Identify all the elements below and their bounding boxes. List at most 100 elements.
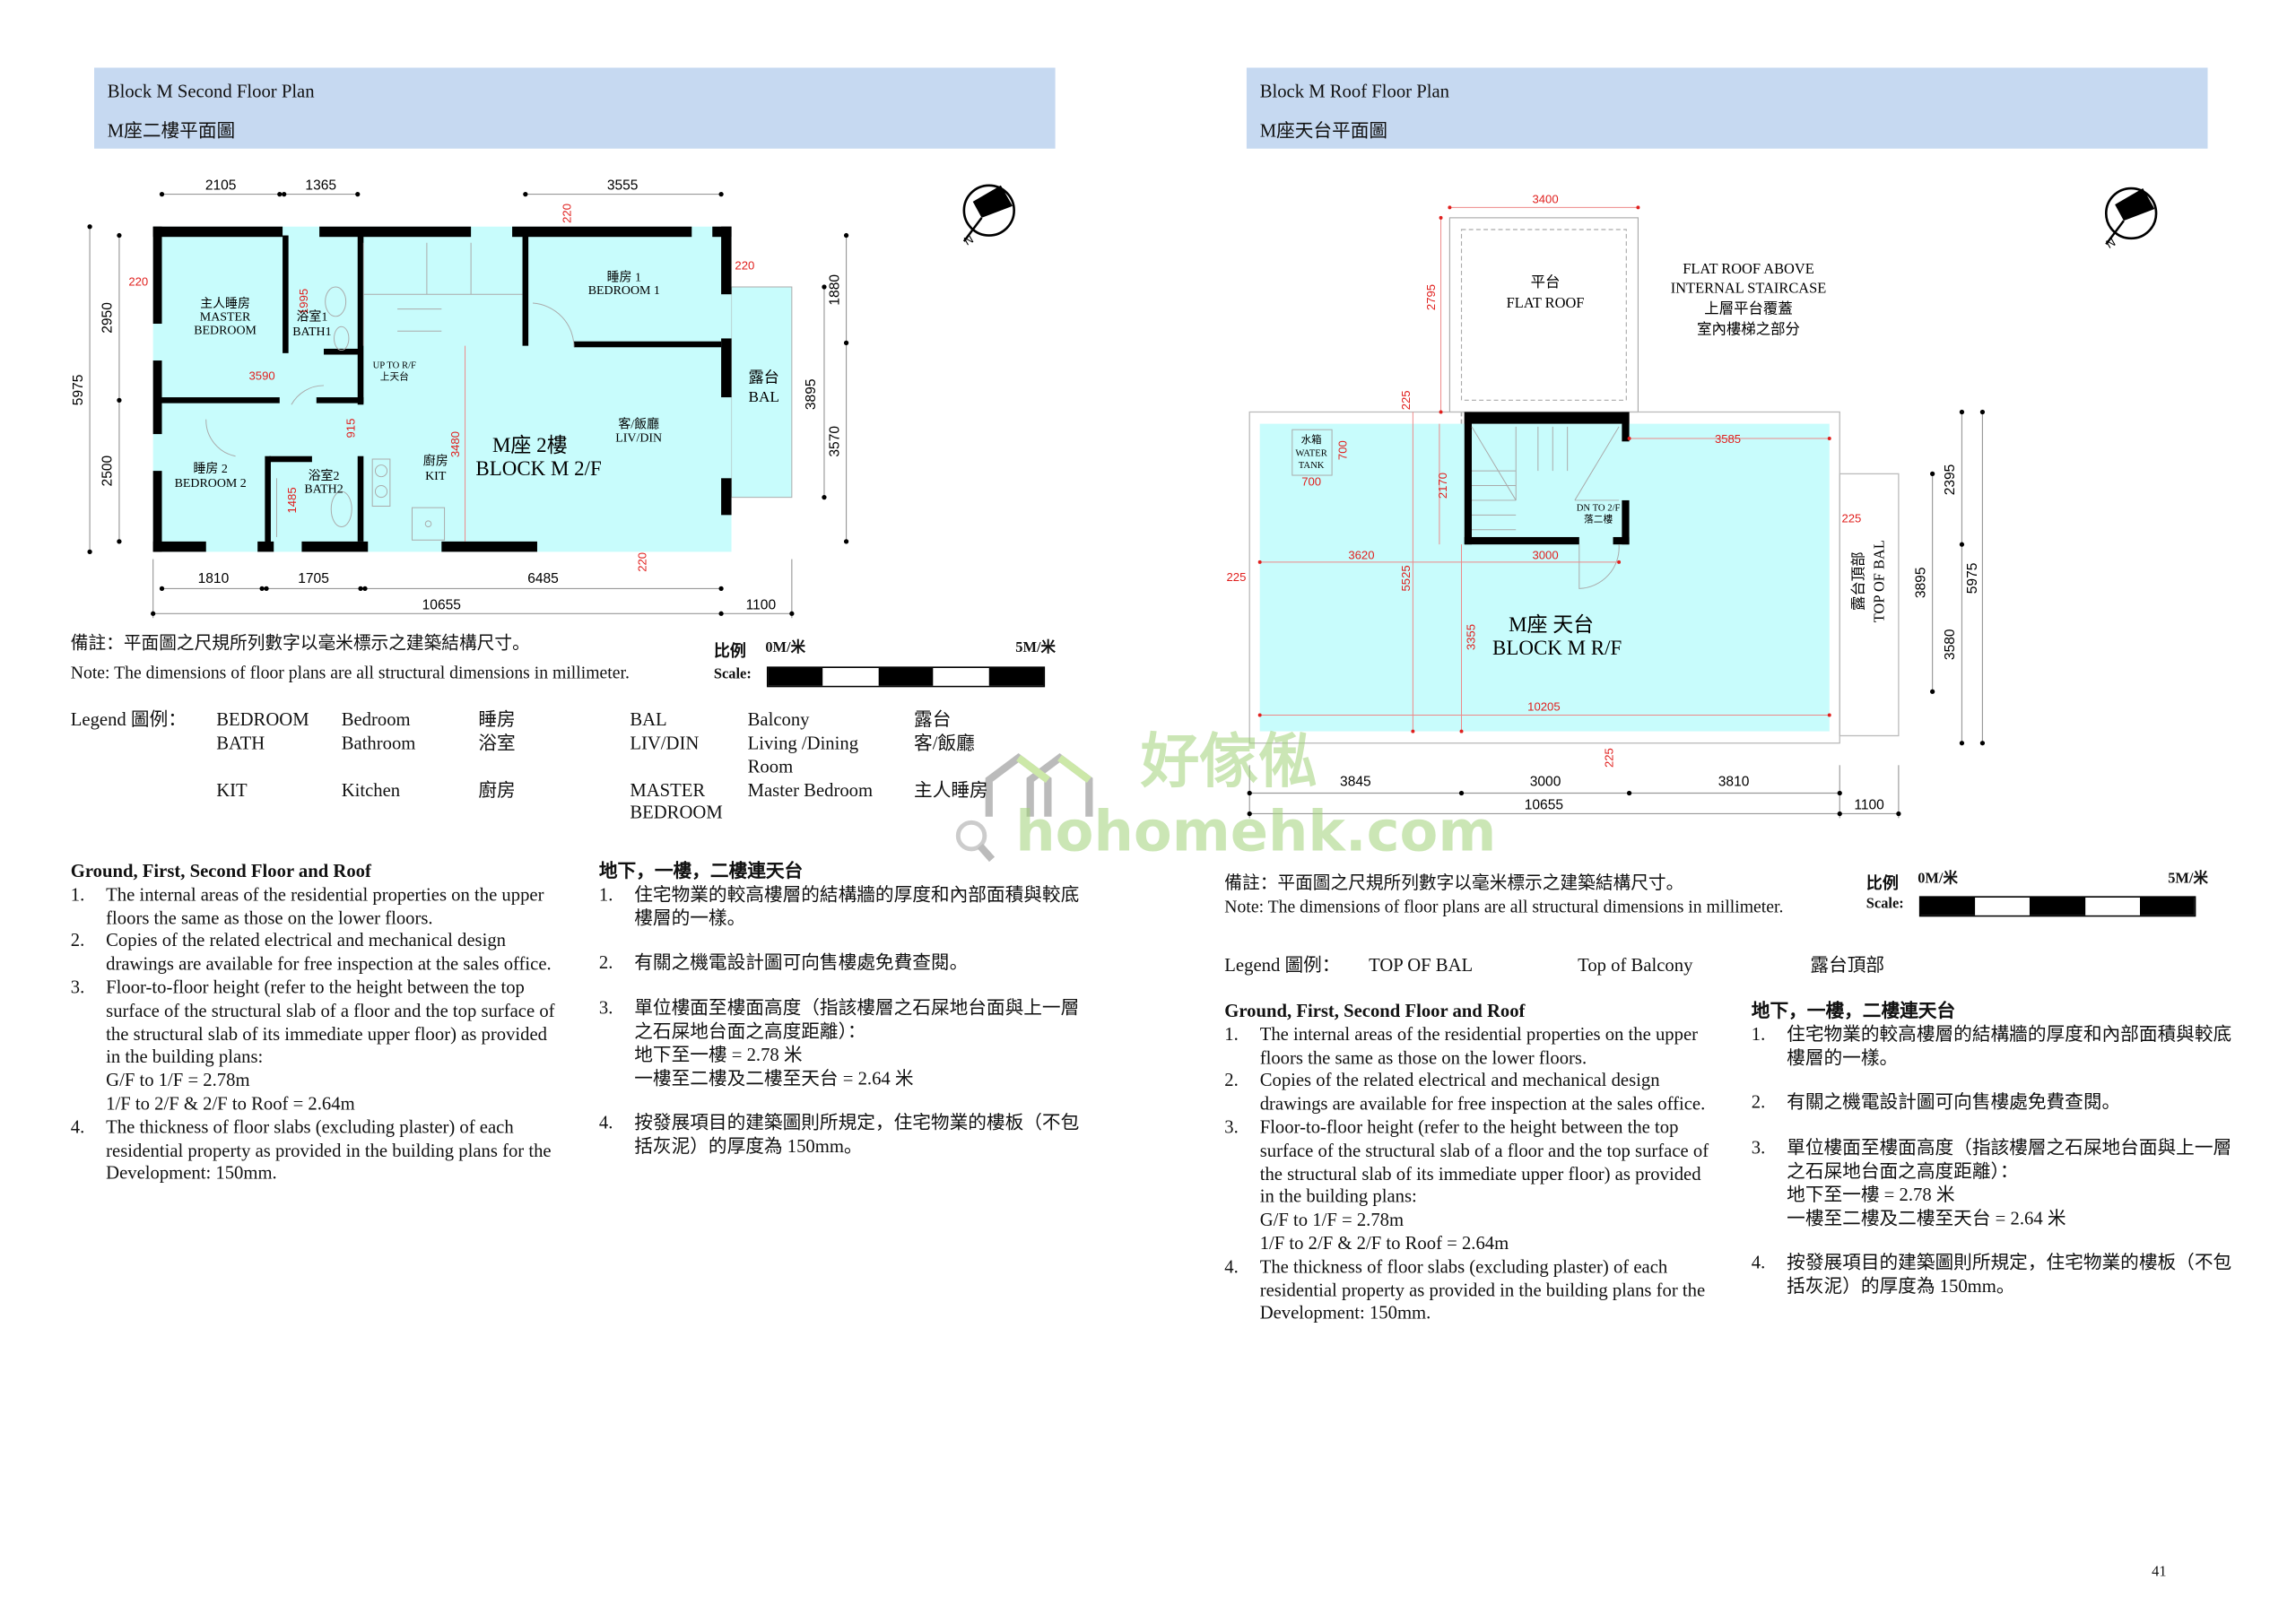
note-item: 2.Copies of the related electrical and m… (71, 931, 560, 977)
stair-label-dn-en: DN TO 2/F (1577, 503, 1621, 513)
water-tank-label-zh: 水箱 (1301, 433, 1322, 446)
legend-cell: Balcony (747, 708, 810, 730)
right-scale-bar (1918, 896, 2196, 917)
room-label-bath2-zh: 浴室2 (309, 468, 340, 483)
dim-label: 5975 (71, 374, 86, 405)
dim-label: 3000 (1530, 774, 1561, 789)
note-text: The thickness of floor slabs (excluding … (106, 1116, 552, 1184)
legend-cell: 廚房 (478, 779, 516, 801)
note-number: 3. (1751, 1137, 1766, 1159)
note-text: Copies of the related electrical and mec… (1259, 1070, 1706, 1115)
note-value: 地下至一樓 = 2.78 米 (634, 1044, 803, 1065)
note-item: 1.The internal areas of the residential … (1224, 1024, 1713, 1071)
stair-label-up-en: UP TO R/F (373, 360, 416, 370)
note-text: 住宅物業的較高樓層的結構牆的厚度和內部面積與較底樓層的一樣。 (1787, 1023, 2232, 1068)
roof-dimension-labels: 3845 3000 3810 10655 1100 2395 3895 3580… (1227, 192, 1980, 812)
block-title-zh: M座 天台 (1509, 613, 1594, 636)
watermark-zh: 好傢俬 (1140, 728, 1318, 796)
red-dim-label: 225 (1227, 570, 1247, 584)
dim-label: 3895 (1913, 567, 1928, 598)
note-number: 2. (1224, 1070, 1239, 1091)
flat-roof-outline (1448, 217, 1639, 413)
legend-cell: BATH (216, 733, 265, 754)
note-text: The internal areas of the residential pr… (106, 883, 544, 928)
legend-cell: 浴室 (478, 733, 516, 754)
note-text: 有關之機電設計圖可向售樓處免費查閱。 (1787, 1092, 2121, 1114)
red-dim-label: 1995 (297, 289, 310, 315)
red-dim-label: 3585 (1715, 432, 1741, 446)
left-header-zh: M座二樓平面圖 (107, 120, 236, 142)
room-label-livdin-en: LIV/DIN (615, 431, 662, 445)
roof-dimension-dots (1247, 409, 1986, 817)
notes-heading: Ground, First, Second Floor and Roof (70, 860, 371, 881)
red-dim-label: 3355 (1464, 624, 1477, 650)
note-number: 1. (1751, 1023, 1766, 1045)
block-title-en: BLOCK M R/F (1492, 637, 1622, 659)
page-number: 41 (2152, 1564, 2167, 1581)
notes-en-right: Ground, First, Second Floor and Roof 1.Th… (1224, 1001, 1713, 1326)
notes-heading: 地下，一樓，二樓連天台 (1751, 1000, 1956, 1021)
room-label-bedroom1-zh: 睡房 1 (607, 270, 641, 284)
red-dim-label: 2170 (1436, 473, 1449, 499)
dim-label: 1810 (198, 571, 230, 586)
staircase-walls (1464, 412, 1630, 545)
dim-label: 3580 (1943, 629, 1958, 660)
red-dim-label: 10205 (1527, 700, 1560, 714)
top-of-balcony-outline (1839, 473, 1900, 737)
left-header-en: Block M Second Floor Plan (107, 81, 315, 102)
legend-cell: Bathroom (341, 733, 416, 754)
dim-label: 1100 (1854, 798, 1884, 813)
right-legend-en: Top of Balcony (1578, 955, 1693, 976)
room-label-bath1-en: BATH1 (292, 325, 331, 339)
notes-heading: Ground, First, Second Floor and Roof (1224, 1000, 1526, 1021)
left-scale-end: 5M/米 (1015, 639, 1056, 656)
room-label-bedroom2-zh: 睡房 2 (193, 462, 227, 476)
dim-label: 3570 (827, 426, 842, 457)
dim-label: 1880 (827, 274, 842, 306)
note-value: 1/F to 2/F & 2/F to Roof = 2.64m (106, 1093, 355, 1115)
block-title-en: BLOCK M 2/F (475, 457, 601, 480)
note-item: 1.The internal areas of the residential … (71, 884, 560, 931)
note-text: 單位樓面至樓面高度（指該樓層之石屎地台面與上一層之石屎地台面之高度距離）： (1787, 1137, 2232, 1182)
note-value: G/F to 1/F = 2.78m (1259, 1210, 1405, 1231)
room-label-bath1-zh: 浴室1 (296, 309, 327, 325)
red-dim-label: 3400 (1532, 192, 1558, 205)
note-item: 1. 住宅物業的較高樓層的結構牆的厚度和內部面積與較底樓層的一樣。 (1752, 1024, 2238, 1071)
roof-area (1259, 423, 1830, 732)
dim-label: 3895 (804, 378, 819, 410)
right-scale-end: 5M/米 (2168, 871, 2208, 888)
red-dim-label: 220 (561, 204, 574, 223)
note-number: 2. (598, 952, 613, 974)
note-text: 按發展項目的建築圖則所規定，住宅物業的樓板（不包括灰泥）的厚度為 150mm。 (634, 1113, 1080, 1158)
flat-roof-note: FLAT ROOF ABOVE (1683, 260, 1813, 277)
note-value: G/F to 1/F = 2.78m (106, 1070, 250, 1091)
dim-label: 2950 (100, 302, 116, 334)
note-text: The internal areas of the residential pr… (1259, 1023, 1699, 1068)
note-item: 2.有關之機電設計圖可向售樓處免費查閱。 (1752, 1092, 2238, 1115)
dim-label: 6485 (527, 571, 559, 586)
right-remark-zh: 備註：平面圖之尺規所列數字以毫米標示之建築結構尺寸。 (1224, 872, 1684, 894)
room-label-bedroom1-en: BEDROOM 1 (588, 284, 660, 298)
right-legend-code: TOP OF BAL (1369, 955, 1474, 976)
flat-roof-note: 上層平台覆蓋 (1704, 300, 1792, 317)
stair-label-up-zh: 上天台 (380, 370, 409, 382)
dim-label: 10655 (1525, 798, 1564, 813)
legend-cell: MASTER (630, 779, 706, 801)
right-scale-label-zh: 比例 (1866, 875, 1899, 894)
legend-cell: KIT (216, 779, 248, 801)
outer-walls (152, 226, 732, 552)
internal-walls (161, 235, 722, 545)
stair-label-dn-zh: 落二樓 (1584, 514, 1613, 525)
note-text: 有關之機電設計圖可向售樓處免費查閱。 (634, 952, 969, 974)
dimension-lines (89, 194, 848, 619)
note-item: 4.按發展項目的建築圖則所規定，住宅物業的樓板（不包括灰泥）的厚度為 150mm… (1752, 1253, 2238, 1299)
dim-label: 1705 (298, 571, 329, 586)
north-compass-icon: N (2104, 187, 2158, 251)
red-dim-label: 3480 (448, 431, 462, 457)
dim-label: 1365 (305, 178, 336, 194)
dim-label: 2395 (1943, 464, 1958, 495)
right-legend-title: Legend 圖例： (1224, 955, 1341, 976)
red-dim-label: 225 (1841, 512, 1861, 525)
legend-cell: 露台 (914, 708, 952, 730)
